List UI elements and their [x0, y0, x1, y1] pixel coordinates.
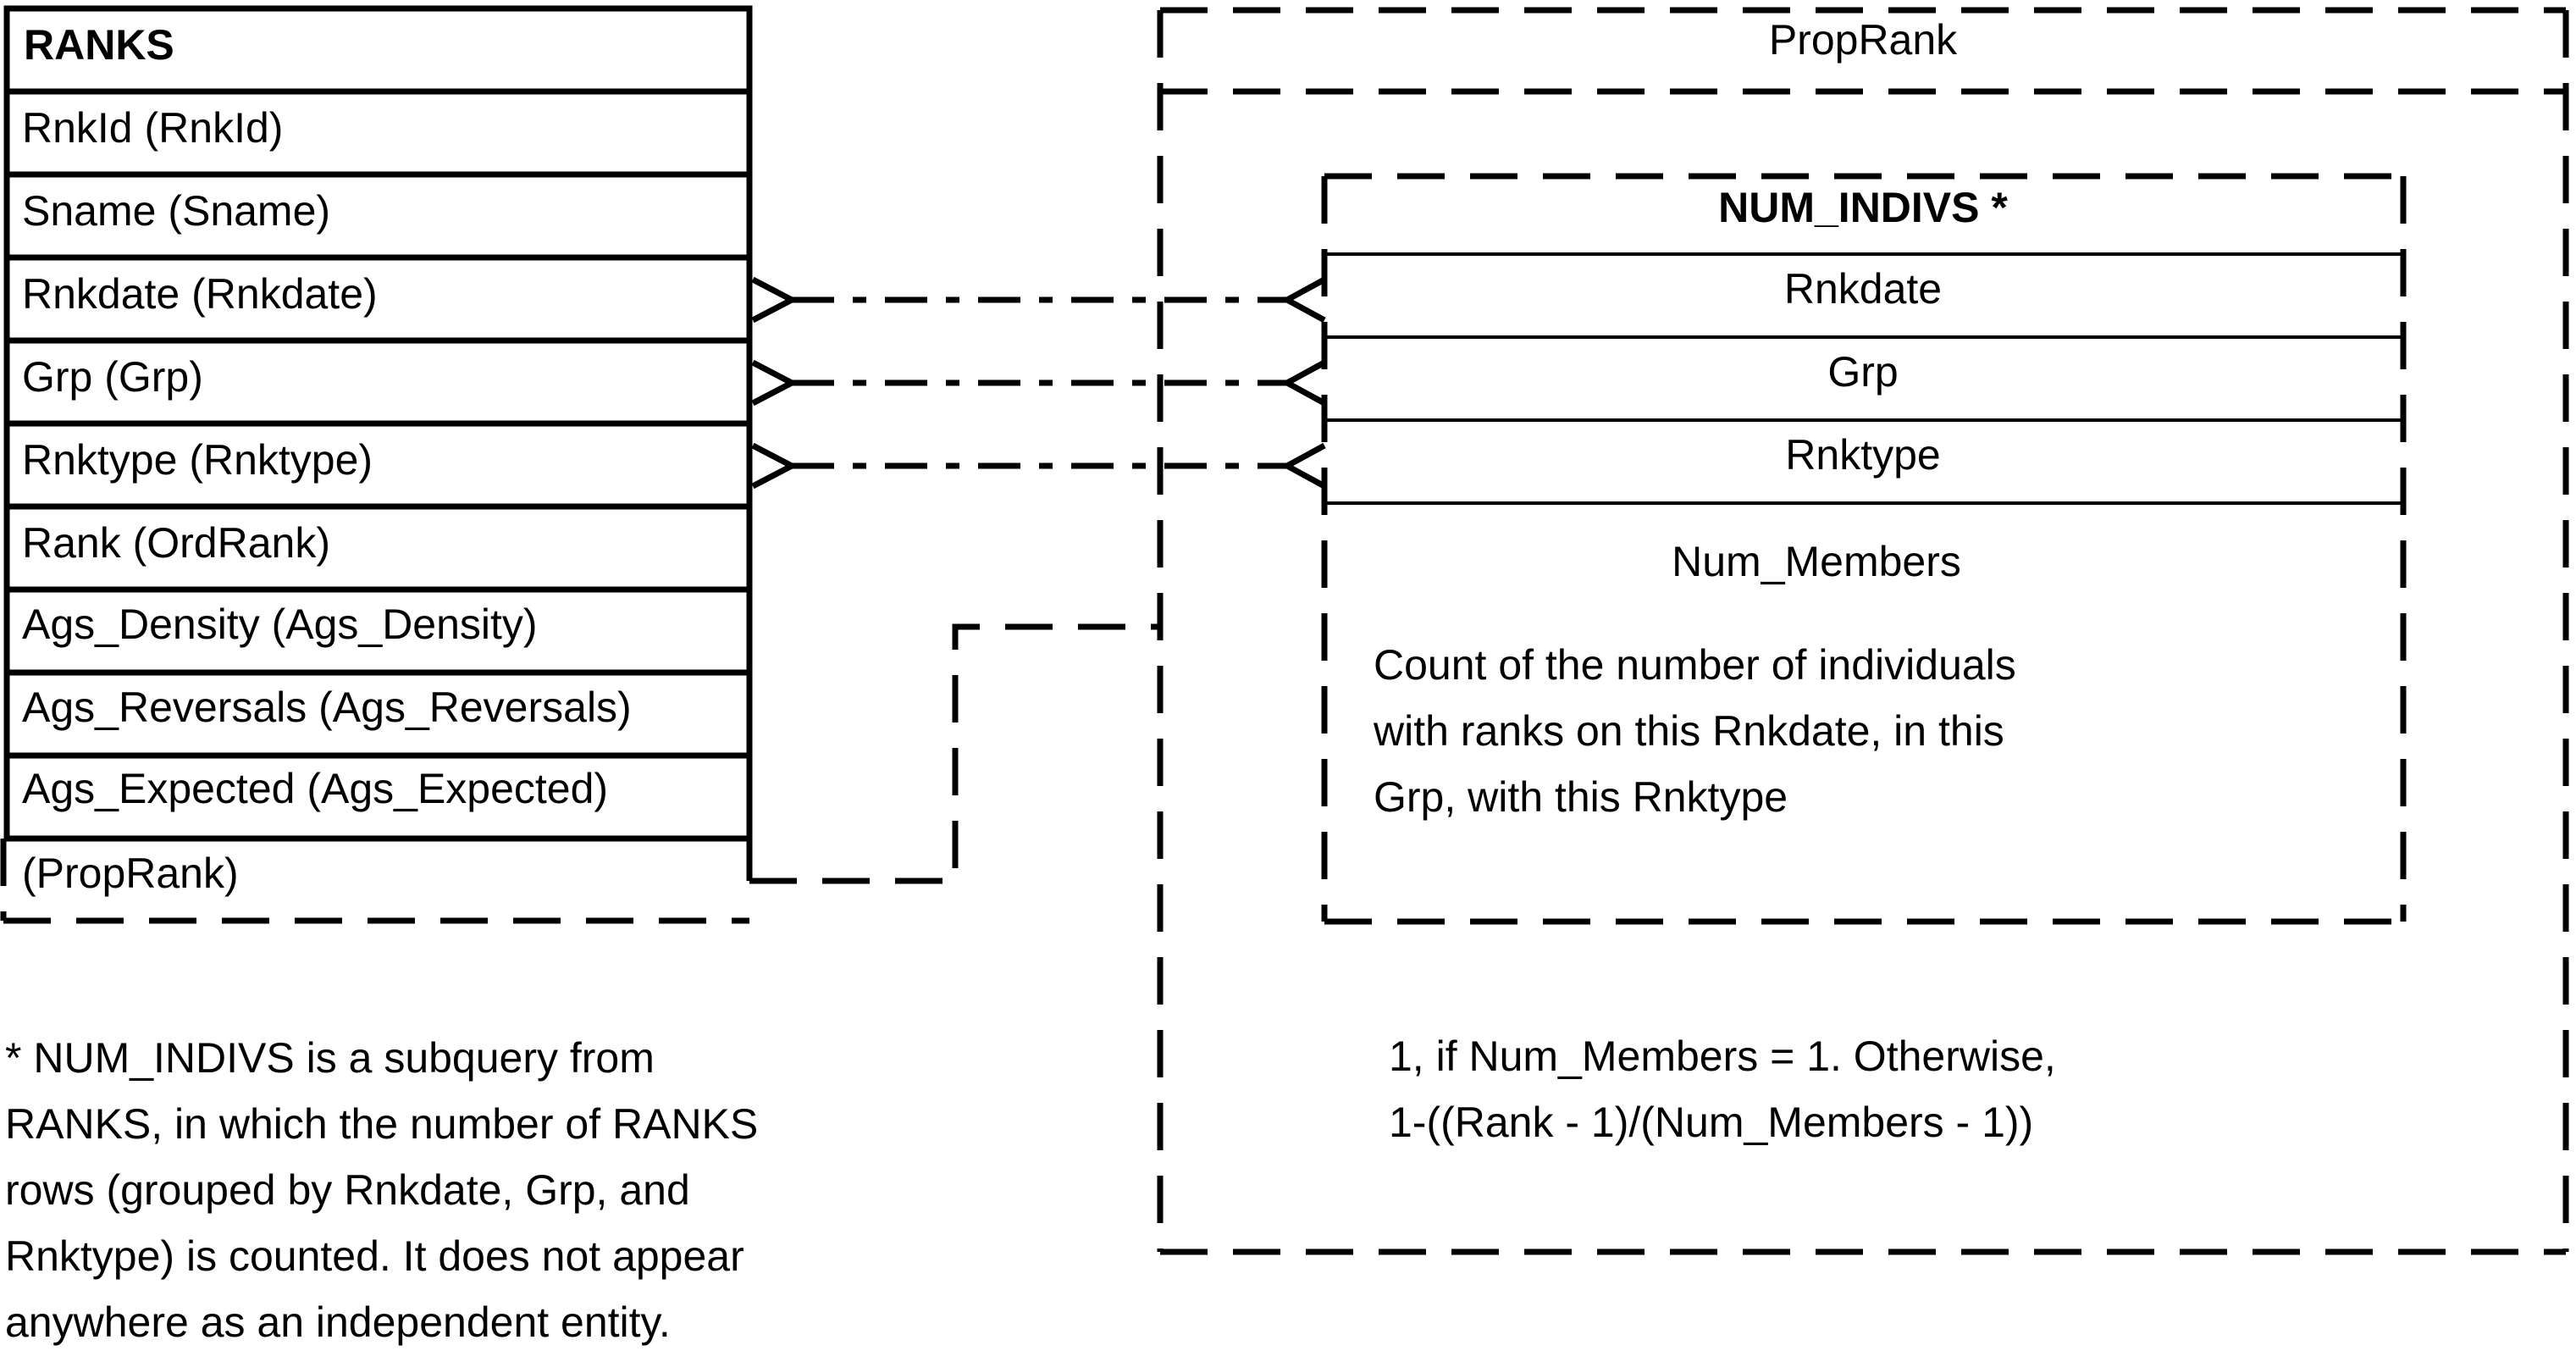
ranks-field-rnktype: Rnktype (Rnktype): [22, 436, 373, 484]
footnote-line-4: Rnktype) is counted. It does not appear: [5, 1232, 744, 1280]
ranks-field-rank: Rank (OrdRank): [22, 519, 330, 567]
crowfoot-num-indivs-rnkdate: [1280, 276, 1326, 324]
ranks-field-ags-expected: Ags_Expected (Ags_Expected): [22, 765, 608, 812]
footnote-line-2: RANKS, in which the number of RANKS: [5, 1100, 758, 1148]
crowfoot-ranks-rnktype: [751, 442, 799, 490]
proprank-formula-line-1: 1, if Num_Members = 1. Otherwise,: [1389, 1033, 2056, 1080]
proprank-derived-field-box: [0, 839, 753, 924]
num-indivs-description-line-2: with ranks on this Rnkdate, in this: [1373, 707, 2004, 755]
ranks-title: RANKS: [24, 21, 174, 69]
ranks-to-proprank-connector: [749, 623, 1160, 884]
num-indivs-field-grp: Grp: [1827, 348, 1898, 396]
relationship-rnkdate: [751, 276, 1326, 324]
ranks-field-proprank: (PropRank): [22, 850, 239, 897]
num-indivs-field-rnkdate: Rnkdate: [1784, 265, 1942, 313]
footnote: * NUM_INDIVS is a subquery from RANKS, i…: [5, 1034, 758, 1346]
ranks-field-ags-reversals: Ags_Reversals (Ags_Reversals): [22, 684, 632, 731]
crowfoot-num-indivs-rnktype: [1280, 442, 1326, 490]
ranks-field-ags-density: Ags_Density (Ags_Density): [22, 601, 538, 648]
ranks-field-rnkid: RnkId (RnkId): [22, 104, 283, 152]
ranks-field-sname: Sname (Sname): [22, 187, 330, 235]
footnote-line-3: rows (grouped by Rnkdate, Grp, and: [5, 1166, 690, 1214]
proprank-container: PropRank 1, if Num_Members = 1. Otherwis…: [1157, 7, 2569, 1255]
ranks-field-rnkdate: Rnkdate (Rnkdate): [22, 270, 378, 318]
num-indivs-field-num-members: Num_Members: [1672, 538, 1961, 585]
proprank-title: PropRank: [1769, 16, 1958, 64]
crowfoot-ranks-rnkdate: [751, 276, 799, 324]
num-indivs-description-line-3: Grp, with this Rnktype: [1374, 773, 1788, 821]
num-indivs-title: NUM_INDIVS *: [1718, 184, 2008, 231]
proprank-formula-line-2: 1-((Rank - 1)/(Num_Members - 1)): [1389, 1099, 2033, 1146]
footnote-line-1: * NUM_INDIVS is a subquery from: [5, 1034, 655, 1082]
footnote-line-5: anywhere as an independent entity.: [5, 1298, 671, 1346]
ranks-entity: RANKS RnkId (RnkId) Sname (Sname) Rnkdat…: [3, 5, 753, 897]
crowfoot-ranks-grp: [751, 359, 799, 407]
num-indivs-description-line-1: Count of the number of individuals: [1374, 641, 2016, 689]
crowfoot-num-indivs-grp: [1280, 359, 1326, 407]
num-indivs-entity: NUM_INDIVS * Rnkdate Grp Rnktype Num_Mem…: [1321, 173, 2407, 925]
relationship-rnktype: [751, 442, 1326, 490]
ranks-field-grp: Grp (Grp): [22, 353, 203, 401]
num-indivs-field-rnktype: Rnktype: [1785, 431, 1940, 479]
relationship-grp: [751, 359, 1326, 407]
